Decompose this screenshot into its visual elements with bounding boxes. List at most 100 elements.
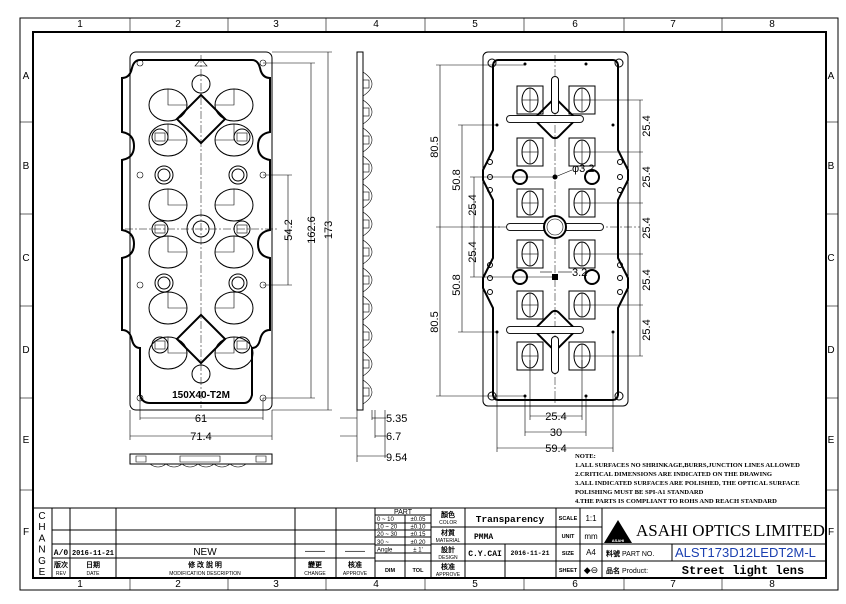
dim-slot: 3.2: [572, 267, 587, 279]
header-desc: MODIFICATION DESCRIPTION: [169, 571, 241, 577]
lens-cell: [516, 85, 544, 115]
header-date: DATE: [87, 571, 101, 577]
outer-border: [19, 17, 839, 591]
tolerance-value: ±0.15: [411, 532, 427, 538]
rev-description: NEW: [193, 547, 217, 558]
side-view: 5.35 6.7 9.54: [340, 51, 407, 464]
dim-hole-pitch-x: 61: [195, 413, 207, 425]
header-desc-cn: 修 改 說 明: [187, 560, 222, 569]
change-letter: N: [38, 545, 45, 556]
label-color-cn: 顏色: [440, 510, 455, 519]
tolerance-tol: TOL: [413, 568, 425, 574]
label-color: COLOR: [439, 520, 457, 526]
tolerance-value: ±0.05: [411, 517, 427, 523]
note-item: POLISHING MUST BE SPI-A1 STANDARD: [575, 489, 704, 496]
size-value: A4: [586, 548, 596, 557]
dim-mid-top: 50.8: [451, 169, 463, 190]
led-seat: [151, 220, 169, 238]
column-number: 2: [175, 579, 181, 590]
row-letter: B: [828, 161, 835, 172]
dim-right-pitch: 25.4: [641, 319, 653, 340]
tolerance-range: 20 ~ 30: [377, 532, 398, 538]
dim-side-2: 6.7: [386, 431, 401, 443]
product-cn: 品名: [606, 566, 620, 575]
front-view: 150X40-T2M 61 71.4 54.2 162.6 173: [121, 51, 335, 443]
column-number: 1: [77, 579, 83, 590]
column-number: 7: [670, 579, 676, 590]
header-approve-cn: 核准: [348, 560, 362, 569]
row-letter: D: [22, 345, 29, 356]
label-design-cn: 設計: [441, 545, 455, 554]
row-letter: C: [827, 253, 834, 264]
dim-hole-pitch-x-back: 59.4: [545, 443, 566, 455]
back-view: 80.5 80.5 50.8 50.8 25.4 25.4 25.4 25.4 …: [429, 51, 653, 455]
engraving-label: 150X40-T2M: [172, 390, 230, 401]
label-design: DESIGN: [438, 555, 458, 561]
tolerance-value: ±0.10: [411, 525, 427, 531]
change-letter: C: [38, 511, 45, 522]
row-letter: F: [23, 527, 29, 538]
led-seat: [151, 336, 169, 354]
dim-pin-diameter: φ3.2: [572, 163, 594, 175]
lens-profile: [362, 99, 373, 125]
sheet-label: SHEET: [559, 568, 578, 574]
column-number: 4: [373, 579, 379, 590]
bottom-view: [129, 453, 273, 468]
note-item: 2.CRITICAL DIMENSIONS ARE INDICATED ON T…: [575, 471, 772, 478]
lens-profile: [362, 267, 373, 293]
dim-half-bottom: 80.5: [429, 311, 441, 332]
title-block: CHANGE A/0 2016-11-21 NEW —— —— 版次 REV 日…: [33, 507, 826, 578]
column-number: 8: [769, 579, 775, 590]
company-name: ASAHI OPTICS LIMITED: [636, 521, 825, 540]
tolerance-range: 0 ~ 10: [377, 517, 395, 523]
label-material: MATERIAL: [436, 538, 461, 544]
row-letter: E: [828, 435, 835, 446]
dim-right-pitch: 25.4: [641, 217, 653, 238]
dim-half-top: 80.5: [429, 136, 441, 157]
label-material-cn: 材質: [440, 528, 455, 537]
led-seat: [233, 128, 251, 146]
lens-cell: [516, 239, 544, 269]
dim-lens-pitch-x: 25.4: [545, 411, 566, 423]
logo-text: ASAHI: [612, 538, 624, 543]
dim-width: 71.4: [190, 431, 211, 443]
part-no-label: PART NO.: [622, 551, 654, 558]
row-letter: A: [828, 71, 835, 82]
led-seat: [233, 220, 251, 238]
inner-border: [32, 31, 827, 579]
note-item: 3.ALL INDICATED SURFACES ARE POLISHED, T…: [575, 480, 800, 487]
tolerance-value: ±0.20: [411, 540, 427, 546]
dim-right-pitch: 25.4: [641, 166, 653, 187]
notes: NOTE: 1.ALL SURFACES NO SHRINKAGE,BURRS,…: [575, 453, 800, 505]
note-item: 4.THE PARTS IS COMPLIANT TO ROHS AND REA…: [575, 498, 777, 505]
designer-value: C.Y.CAI: [468, 550, 502, 559]
lens-profile: [362, 323, 373, 349]
dim-right-pitch: 25.4: [641, 269, 653, 290]
column-number: 1: [77, 19, 83, 30]
lens-profile: [362, 155, 373, 181]
part-no-cn: 料號: [606, 549, 620, 558]
header-approve: APPROVE: [343, 571, 368, 577]
change-letter: H: [38, 522, 45, 533]
lens-profile: [362, 239, 373, 265]
lens-cell: [516, 137, 544, 167]
lens-profile: [362, 379, 373, 405]
lens-profile: [362, 71, 373, 97]
lens-cell: [516, 290, 544, 320]
column-number: 6: [572, 579, 578, 590]
unit-value: mm: [584, 532, 598, 541]
tolerance-range: 10 ~ 20: [377, 525, 398, 531]
row-letter: B: [23, 161, 30, 172]
lens-profile: [362, 183, 373, 209]
asahi-logo-icon: ASAHI: [604, 520, 632, 543]
notes-title: NOTE:: [575, 453, 596, 460]
size-label: SIZE: [562, 551, 575, 557]
lens-profile: [362, 211, 373, 237]
lens-profile: [362, 127, 373, 153]
dim-inner-top: 25.4: [467, 194, 479, 215]
header-change: CHANGE: [304, 571, 326, 577]
column-number: 5: [472, 19, 478, 30]
color-value: Transparency: [476, 514, 545, 525]
dim-side-1: 5.35: [386, 413, 407, 425]
